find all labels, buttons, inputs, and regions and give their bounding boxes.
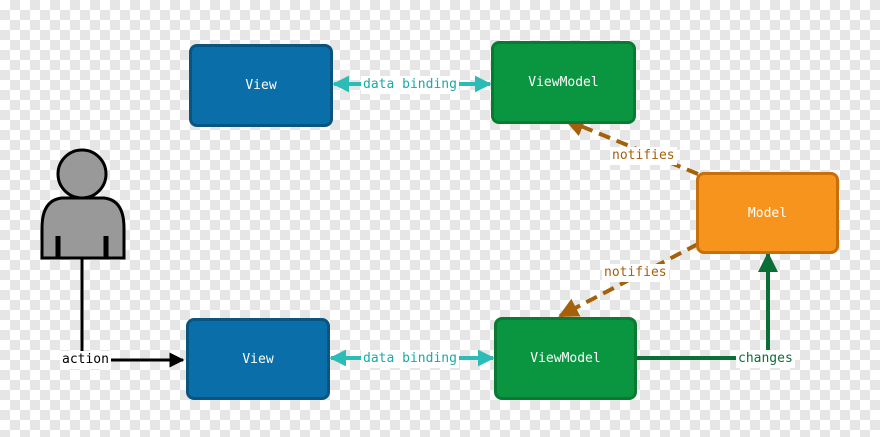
viewmodel-top-node: ViewModel [491, 41, 636, 124]
binding-bottom-label: data binding [361, 350, 459, 368]
changes-label: changes [736, 350, 795, 368]
viewmodel-bottom-label: ViewModel [530, 351, 601, 366]
viewmodel-bottom-node: ViewModel [494, 317, 637, 400]
notifies-top-arrow [564, 117, 699, 176]
view-top-node: View [189, 44, 333, 127]
notifies-bottom-label: notifies [602, 264, 669, 282]
view-bottom-node: View [186, 318, 330, 400]
action-label: action [60, 351, 111, 369]
viewmodel-top-label: ViewModel [528, 75, 599, 90]
binding-top-label: data binding [361, 76, 459, 94]
user-icon [40, 148, 126, 260]
model-label: Model [747, 205, 788, 221]
notifies-top-label: notifies [610, 147, 677, 165]
view-bottom-label: View [242, 351, 274, 367]
action-arrow [80, 258, 185, 368]
model-node: Model [696, 172, 839, 254]
view-top-label: View [245, 78, 277, 93]
